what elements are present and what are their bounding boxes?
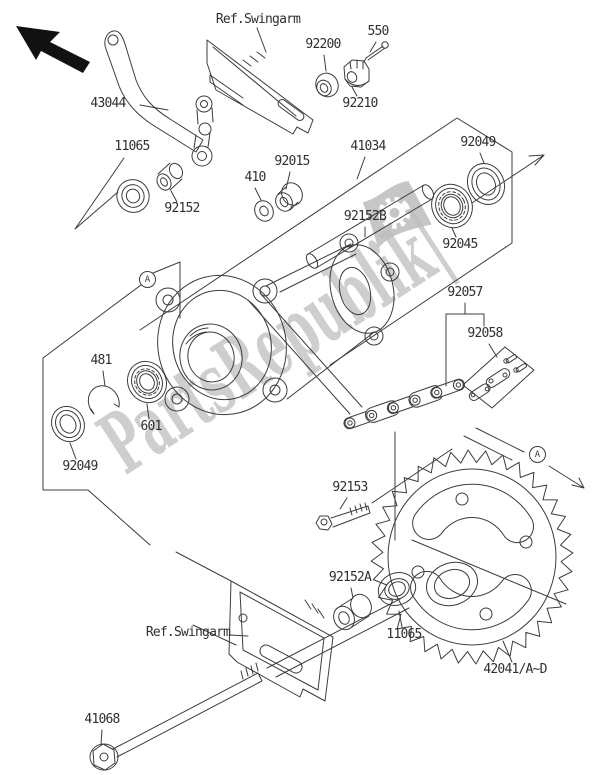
part-label-92152B: 92152B [343,209,387,224]
view-callout-a-left: A [139,271,156,288]
part-label-92153: 92153 [332,480,368,495]
ref-label-swingarm-top: Ref.Swingarm [215,12,301,27]
master-link-kit-art [462,346,535,409]
part-label-92057: 92057 [447,285,483,300]
axle-bolt-art [89,662,263,771]
assembly-path-lines-upper [247,292,363,415]
part-label-92049-top: 92049 [460,135,496,150]
part-label-92200: 92200 [305,37,341,52]
bearing-seal-top-right-art [431,163,506,229]
part-label-92015: 92015 [274,154,310,169]
seal-circlip-bearing-left-art [51,360,167,443]
brake-arm-art [104,30,214,167]
part-label-11065-bottom: 11065 [386,627,422,642]
part-label-410: 410 [244,170,266,185]
part-label-601: 601 [140,419,162,434]
part-label-92058: 92058 [467,326,503,341]
label-leader-lines [69,27,513,745]
direction-arrow-icon [16,26,90,73]
part-label-42041: 42041/A~D [483,662,547,677]
chain-art [343,378,465,430]
part-label-11065-left: 11065 [114,139,150,154]
axle-group-box [139,117,545,366]
part-label-41034: 41034 [350,139,386,154]
spacer-hardware-art [254,182,303,222]
part-label-550: 550 [367,24,389,39]
assembly-path-lines-lower [266,598,410,678]
axle-nut-hardware-art [315,41,389,98]
part-label-92152A: 92152A [328,570,372,585]
view-callout-a-right: A [529,446,546,463]
chain-callout-leaders [463,427,585,489]
hub-group-box [42,261,181,546]
part-label-92210: 92210 [342,96,378,111]
ref-label-swingarm-bottom: Ref.Swingarm [145,625,231,640]
bottom-collar-washer-art [333,572,417,631]
part-label-481: 481 [90,353,112,368]
sprocket-bolt-art [315,448,453,531]
part-label-41068: 41068 [84,712,120,727]
chain-label-bracket [445,302,485,387]
part-label-92045: 92045 [442,237,478,252]
swingarm-top-art [206,39,314,135]
hub-art [155,233,400,416]
left-collar-washer-art [74,157,184,230]
part-label-92152: 92152 [164,201,200,216]
part-label-43044: 43044 [90,96,126,111]
part-label-92049-bottom: 92049 [62,459,98,474]
